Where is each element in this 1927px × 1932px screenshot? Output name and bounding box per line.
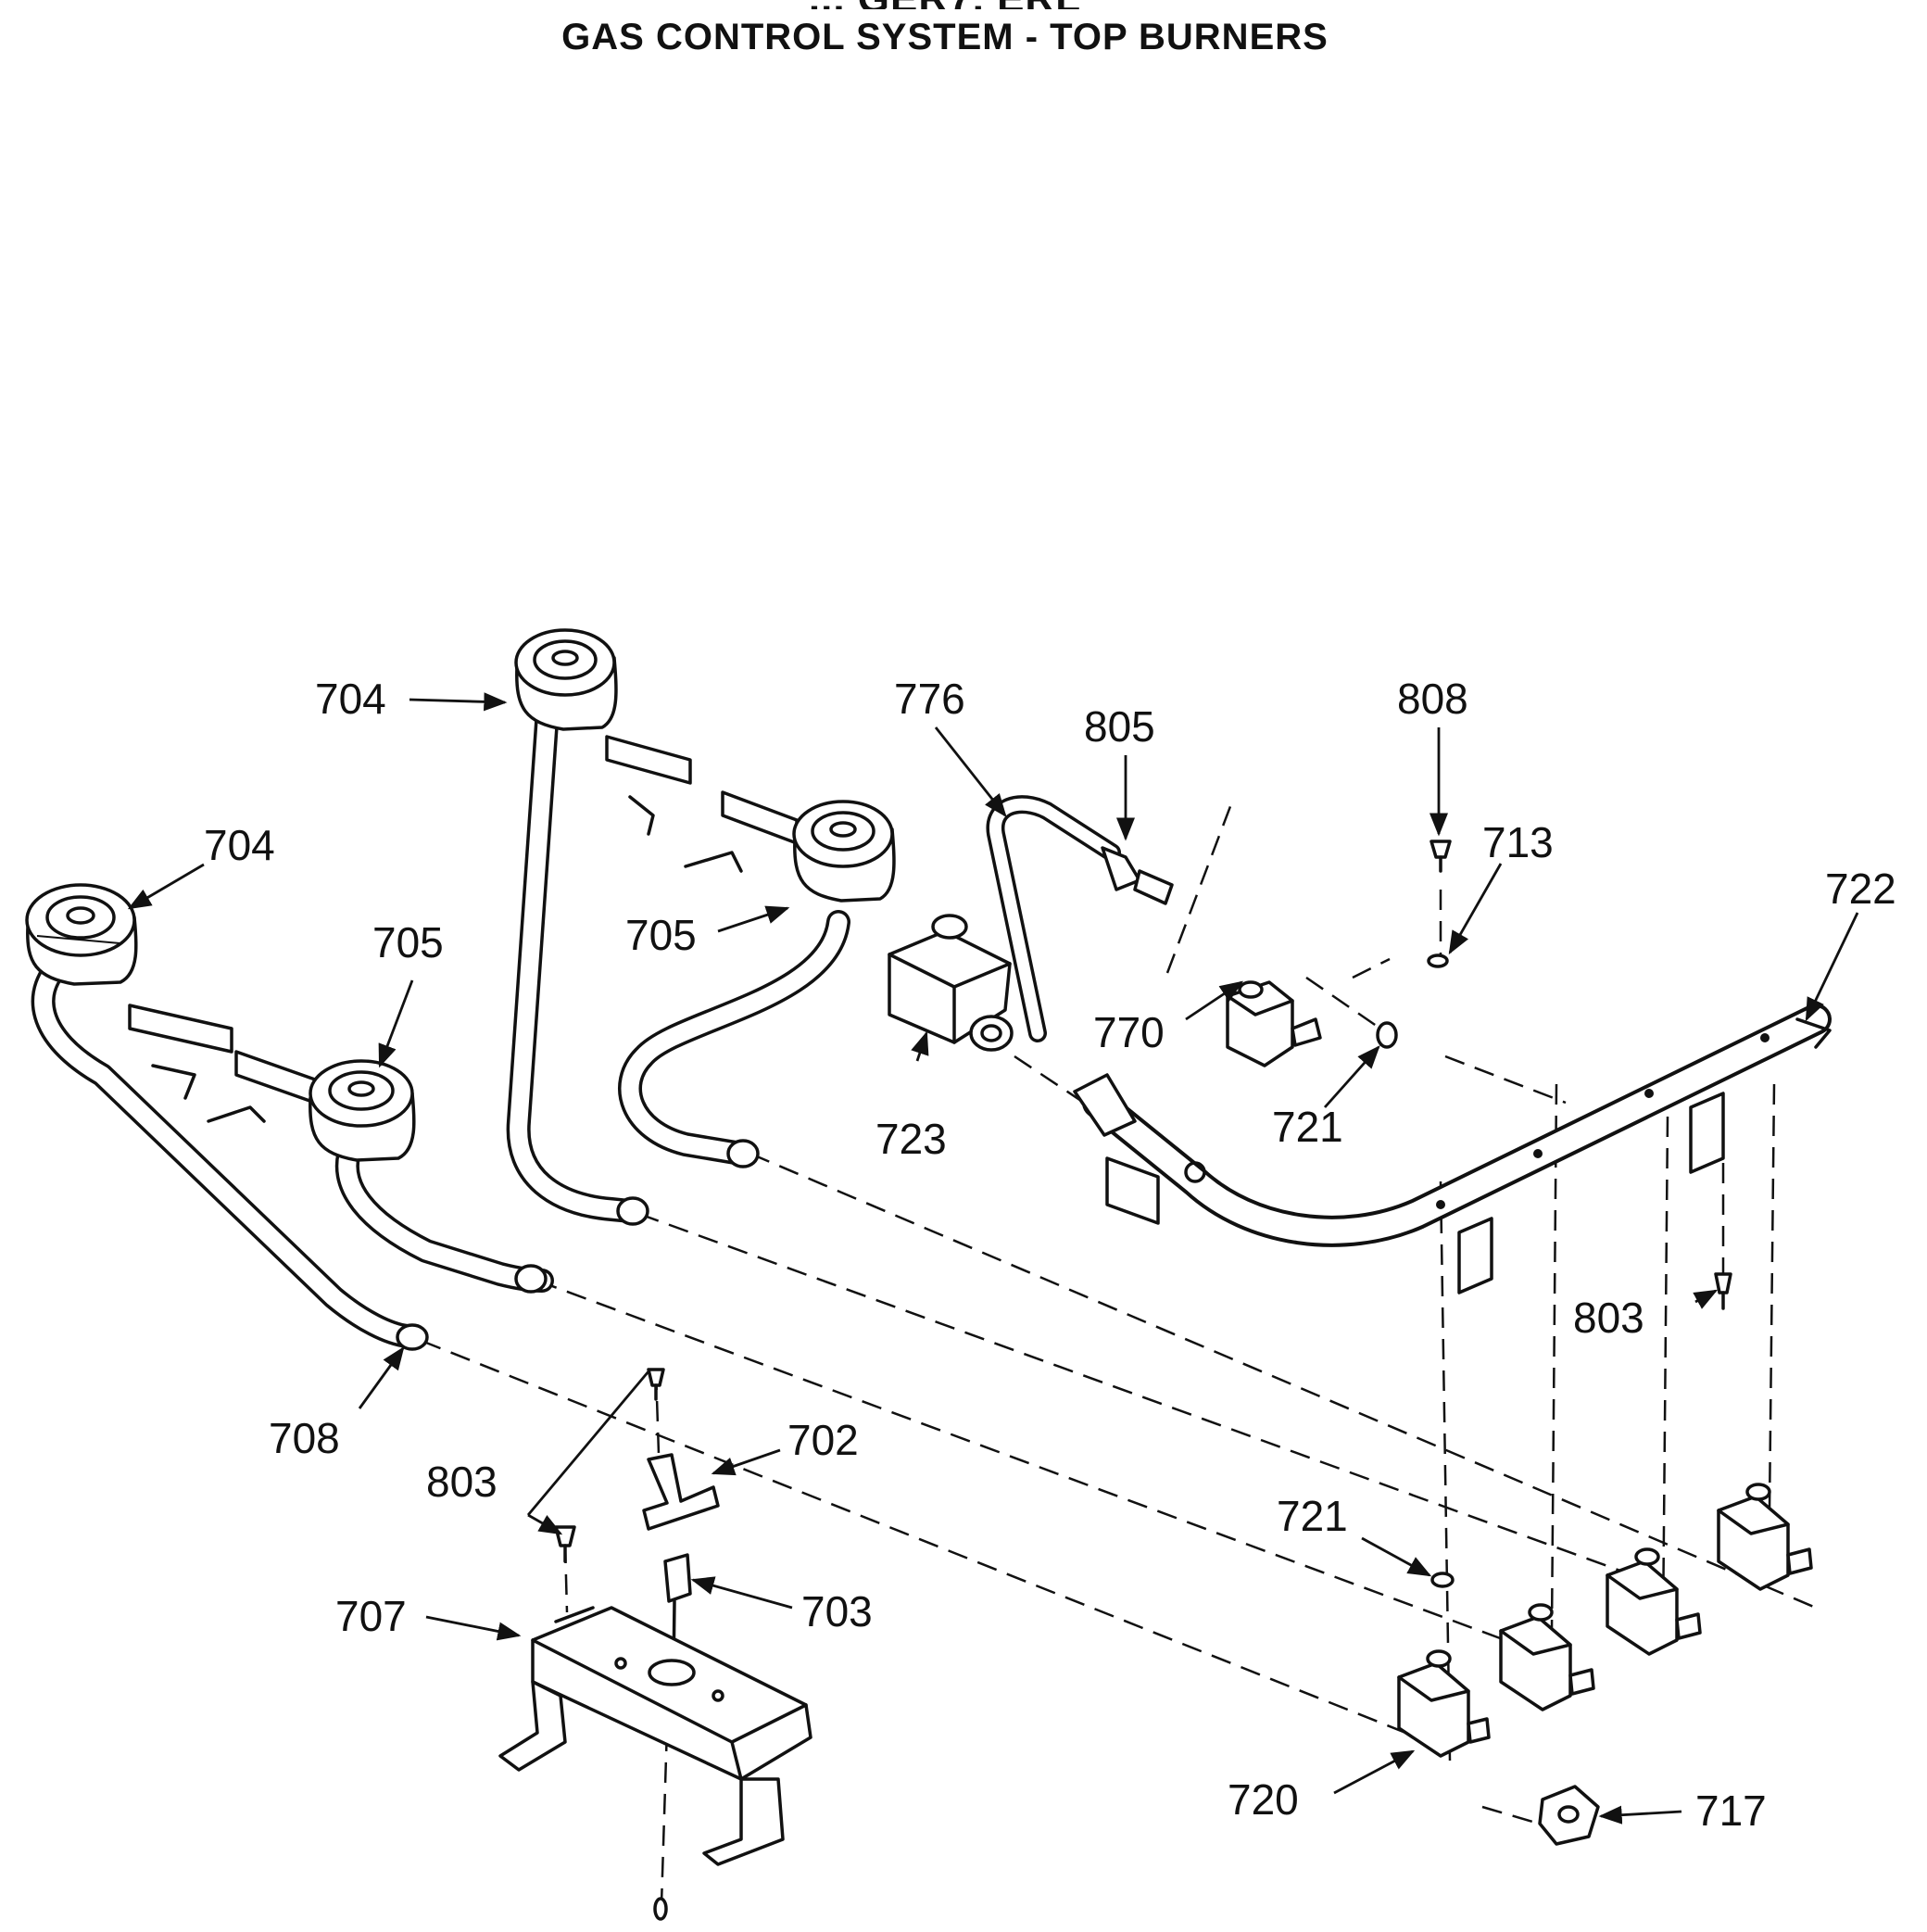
orifice-721-upper <box>1376 1021 1398 1049</box>
part-labels: 704 704 705 705 776 805 808 713 722 770 … <box>204 675 1896 1835</box>
label-803-right: 803 <box>1573 1294 1644 1342</box>
diagram-title: GAS CONTROL SYSTEM - TOP BURNERS <box>561 17 1329 57</box>
pressure-regulator-723 <box>888 914 1014 1052</box>
switch-assembly-707 <box>498 1606 812 1921</box>
label-704-left: 704 <box>204 821 275 869</box>
burner-head-704-rear <box>514 628 618 731</box>
label-721-lower: 721 <box>1277 1492 1348 1540</box>
label-707: 707 <box>335 1592 407 1640</box>
screw-808 <box>1430 840 1452 873</box>
leader-arrows <box>127 692 1859 1825</box>
knob-717 <box>1538 1785 1600 1846</box>
label-713: 713 <box>1482 818 1554 866</box>
assembly-dashed-lines <box>421 801 1817 1905</box>
label-717: 717 <box>1695 1787 1767 1835</box>
label-808: 808 <box>1397 675 1468 723</box>
label-705-rear: 705 <box>625 911 697 959</box>
label-722: 722 <box>1825 865 1896 913</box>
model-header: ... GER7, ERL <box>0 0 1890 9</box>
screw-803-left <box>554 1368 665 1563</box>
orifice-721-lower <box>1430 1572 1455 1588</box>
label-703: 703 <box>801 1587 873 1635</box>
washer-713 <box>1427 953 1449 968</box>
label-803-left: 803 <box>426 1458 497 1506</box>
valve-770 <box>1226 980 1322 1067</box>
label-708: 708 <box>269 1414 340 1462</box>
manifold-722 <box>1073 1004 1832 1294</box>
pilot-tube-776 <box>986 795 1121 1042</box>
burner-head-705-rear <box>792 800 896 903</box>
label-704-rear: 704 <box>315 675 386 723</box>
valve-right-3 <box>1717 1483 1813 1591</box>
label-770: 770 <box>1093 1008 1165 1056</box>
label-705-left: 705 <box>372 918 444 966</box>
label-720: 720 <box>1228 1775 1299 1824</box>
fitting-805 <box>1101 846 1174 905</box>
valve-720 <box>1397 1649 1491 1758</box>
burner-head-704-left <box>25 883 138 986</box>
left-burner-pair <box>31 947 554 1351</box>
valve-right-1 <box>1499 1603 1595 1711</box>
rear-burner-pair <box>506 711 850 1226</box>
label-721-upper: 721 <box>1272 1103 1343 1151</box>
valve-right-2 <box>1606 1547 1702 1656</box>
label-702: 702 <box>787 1416 859 1464</box>
bracket-702 <box>642 1453 720 1531</box>
burner-head-705-left <box>309 1059 416 1162</box>
label-776: 776 <box>894 675 965 723</box>
label-805: 805 <box>1084 702 1155 751</box>
screw-803-right <box>1714 1272 1732 1310</box>
label-723: 723 <box>875 1115 947 1163</box>
